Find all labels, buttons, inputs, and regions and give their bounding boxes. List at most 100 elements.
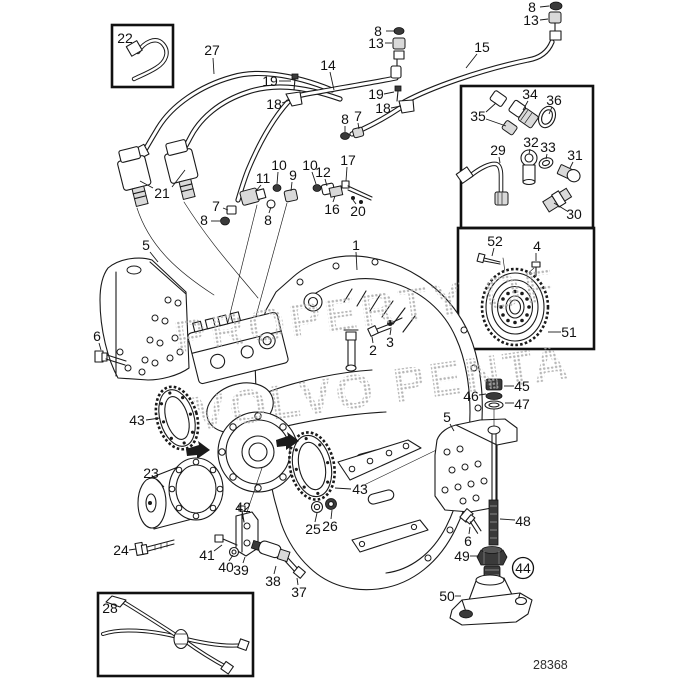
solenoid-valve-right [164,139,199,201]
part-callout-22: 22 [117,30,133,46]
part-callout-46: 46 [463,388,479,404]
part-callout-38: 38 [265,573,281,589]
part-callout-1: 1 [352,237,360,253]
part-callout-27: 27 [204,42,220,58]
part-callout-19-r: 19 [368,86,384,102]
leader-line-43-r [334,487,352,490]
leader-line-29 [498,156,501,164]
part-callout-17: 17 [340,152,356,168]
breather-dipstick [343,329,359,372]
leader-line-7-l [222,207,229,211]
leader-line-36 [548,106,553,115]
leader-line-5-r [449,423,455,432]
part-callout-6-r: 6 [464,533,472,549]
part-callout-3: 3 [386,334,394,350]
elbow-18-right [398,99,415,114]
leader-line-16 [332,195,336,203]
screw-52 [476,252,506,273]
leader-line-12 [324,178,328,187]
part-callout-7-m: 7 [354,108,362,124]
part-callout-28: 28 [102,600,118,616]
part-callout-43-l: 43 [129,412,145,428]
part-callout-11: 11 [256,170,271,186]
leader-line-31 [569,161,574,169]
part-callout-50: 50 [439,588,455,604]
part-callout-29: 29 [490,142,506,158]
leader-line-52 [491,247,495,257]
leader-line-11 [255,184,262,192]
part-callout-5-l: 5 [142,237,150,253]
part-callout-23: 23 [143,465,159,481]
sensor-38 [250,539,291,563]
engine-bracket-left [99,257,190,381]
callout-circle-44 [511,556,535,580]
plug-35b [501,120,518,136]
valve-line-right [183,201,259,299]
coupling-23 [137,457,224,530]
part-callout-14: 14 [320,57,336,73]
part-callout-9: 9 [289,167,297,183]
part-callout-36: 36 [546,92,562,108]
fitting-34 [508,99,539,129]
leader-line-25 [314,512,318,523]
part-callout-43-r: 43 [352,481,368,497]
leader-line-37 [296,577,299,586]
gasket-43-right [288,431,336,501]
leader-line-18-r [390,105,402,109]
part-callout-31: 31 [567,147,583,163]
assembly-arrow-right [276,432,299,450]
housing-bolt-holes [296,258,482,562]
leader-line-3 [389,328,392,336]
washer-47 [484,400,504,427]
leader-line-33 [545,153,548,160]
part-callout-8-m: 8 [341,111,349,127]
part-callout-8-tr: 8 [528,0,536,15]
banjo-32 [520,149,538,186]
screw-6-left [94,350,127,366]
valve-module [187,311,289,385]
washer-33 [538,157,554,169]
ring-36 [537,105,557,129]
assembly-arrow-left [186,441,210,459]
part-callout-19-l: 19 [262,73,278,89]
leader-line-15 [465,53,478,69]
part-callout-15: 15 [474,39,490,55]
plug-35a [489,90,507,107]
part-callout-39: 39 [233,562,249,578]
part-callout-13-tl: 13 [368,35,384,51]
fitting-7-8-mid [340,126,365,140]
part-callout-18-r: 18 [375,100,391,116]
part-callout-41: 41 [199,547,215,563]
leader-line-13-tr [539,18,549,21]
sensor-bracket-group [214,505,306,579]
leader-line-23 [155,478,165,488]
plug-31 [556,164,581,183]
screw-4 [515,261,541,285]
part-callout-5-r: 5 [443,409,451,425]
leader-line-8-tr [539,5,550,8]
leader-line-21 [139,180,154,189]
part-callout-25: 25 [305,521,321,537]
fitting-cluster [220,180,373,339]
part-callout-51: 51 [561,324,577,340]
bolt-24 [134,539,175,556]
output-flange [217,411,299,516]
bolt-37 [284,557,306,579]
leader-line-1 [355,251,358,271]
part-callout-40: 40 [218,559,234,575]
nut-45 [485,378,503,391]
engine-bracket-right [434,418,518,513]
part-callout-18-l: 18 [266,96,282,112]
leader-line-26 [330,509,333,520]
screw-19-left [291,73,299,91]
part-callout-32: 32 [523,134,539,150]
leader-line-32 [528,148,531,155]
part-callout-48: 48 [515,513,531,529]
washer-46 [485,392,503,400]
stud-48 [488,433,499,546]
part-callout-52: 52 [487,233,503,249]
fitting-8-13-left [390,27,406,79]
